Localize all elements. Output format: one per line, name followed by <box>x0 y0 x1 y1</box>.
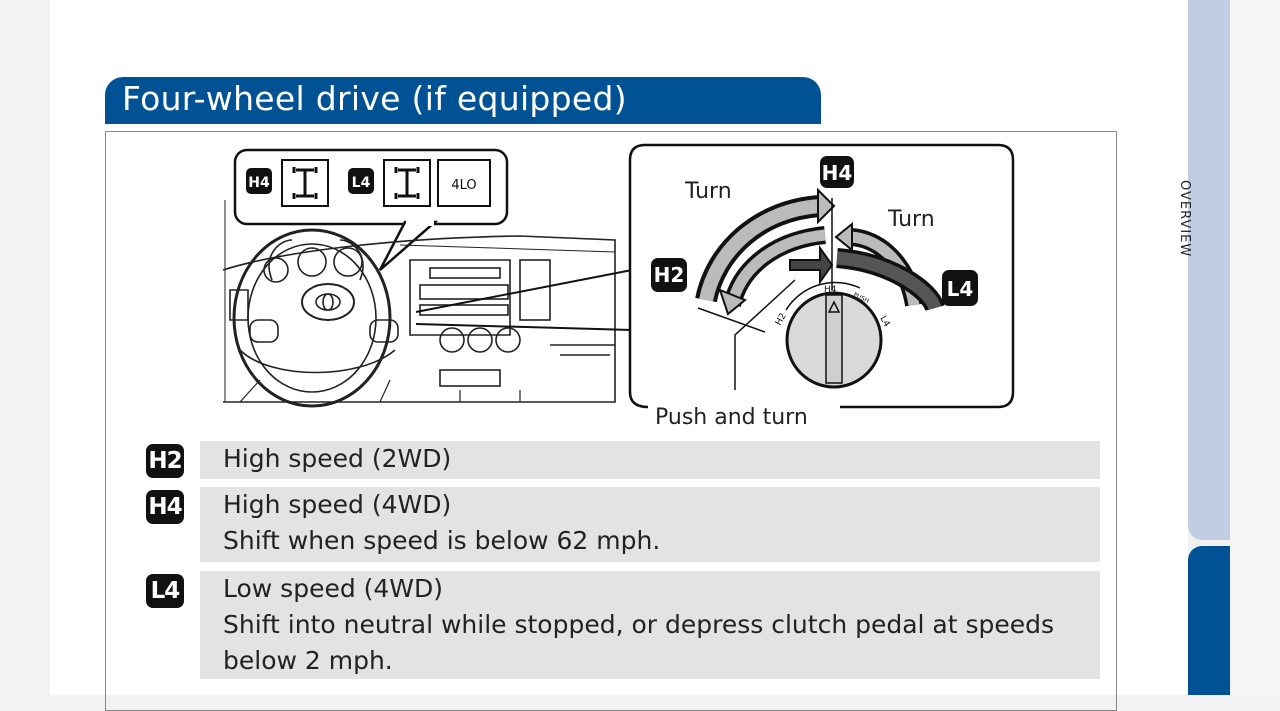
4lo-indicator-text: 4LO <box>451 178 476 193</box>
mode-row-l4: Low speed (4WD) Shift into neutral while… <box>200 571 1100 679</box>
overview-side-tab[interactable] <box>1188 0 1230 540</box>
dial-detail-panel: H4 PUSH H2 L4 H4 H2 L4 Turn Turn Push an… <box>628 143 1015 430</box>
indicator-callout: H4 L4 4LO <box>233 148 509 271</box>
mode-note: Shift when speed is below 62 mph. <box>223 526 661 555</box>
mode-title: High speed (4WD) <box>223 490 452 519</box>
mode-title: Low speed (4WD) <box>223 574 444 603</box>
dial-badge-h2-text: H2 <box>654 263 685 287</box>
mode-badge-h4: H4 <box>146 490 184 524</box>
4wd-axle-icon <box>383 159 431 207</box>
push-and-turn-label: Push and turn <box>655 405 808 430</box>
mode-row-h2: High speed (2WD) <box>200 441 1100 479</box>
dial-badge-h4-text: H4 <box>822 161 853 185</box>
turn-left-label: Turn <box>684 179 732 204</box>
mode-note: Shift into neutral while stopped, or dep… <box>223 610 1055 639</box>
dial-badge-h4 <box>820 156 854 188</box>
turn-right-label: Turn <box>887 207 935 232</box>
h4-badge-text: H4 <box>248 175 270 191</box>
dashboard-drawing <box>222 200 616 408</box>
dial-badge-h2 <box>651 258 687 292</box>
callout-leader-lines <box>415 269 633 331</box>
section-title: Four-wheel drive (if equipped) <box>122 79 627 118</box>
mode-badge-l4: L4 <box>146 574 184 608</box>
h4-badge <box>246 168 272 194</box>
section-title-bar: Four-wheel drive (if equipped) <box>105 77 821 124</box>
overview-tab-label: OVERVIEW <box>1177 180 1192 258</box>
mode-badge-h2: H2 <box>146 444 184 478</box>
mode-title: High speed (2WD) <box>223 444 452 473</box>
dial-label-h4: H4 <box>824 285 837 295</box>
section-side-tab[interactable] <box>1188 546 1230 695</box>
l4-badge-text: L4 <box>352 175 371 191</box>
dial-badge-l4-text: L4 <box>947 277 974 301</box>
dial-badge-l4 <box>942 270 978 306</box>
l4-badge <box>348 168 374 194</box>
mode-row-h4: High speed (4WD) Shift when speed is bel… <box>200 487 1100 562</box>
4lo-indicator <box>437 159 491 207</box>
dial-label-l4: L4 <box>877 315 891 330</box>
page-margin <box>1230 0 1280 695</box>
mode-note-continued: below 2 mph. <box>223 646 393 675</box>
four-wheel-drive-illustration: H4 L4 4LO <box>222 143 1015 430</box>
